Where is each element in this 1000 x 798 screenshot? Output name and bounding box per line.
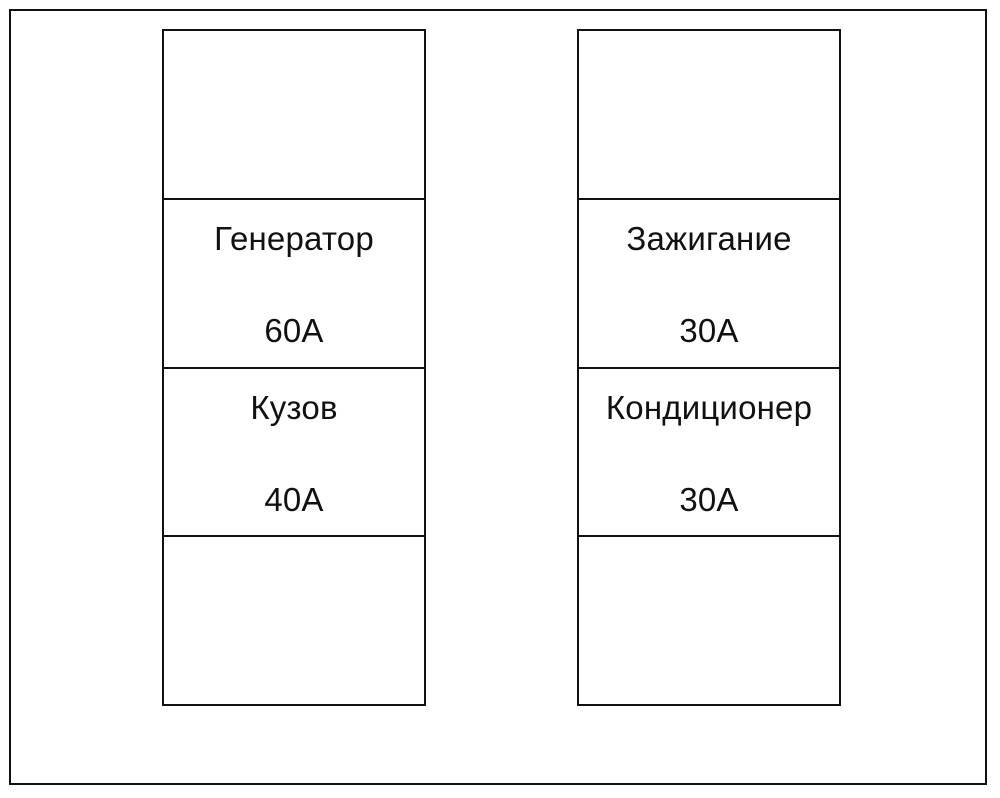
fuse-slot-empty-top	[579, 31, 839, 200]
fuse-rating: 30A	[679, 480, 739, 518]
fuse-slot-body: Кузов 40A	[164, 369, 424, 538]
fuse-column-left: Генератор 60A Кузов 40A	[162, 29, 426, 706]
fuse-rating: 30A	[679, 311, 739, 349]
fuse-slot-generator: Генератор 60A	[164, 200, 424, 369]
diagram-frame	[9, 9, 987, 785]
fuse-name: Кондиционер	[605, 388, 813, 426]
fuse-slot-empty-top	[164, 31, 424, 200]
fuse-name: Зажигание	[626, 219, 792, 257]
fuse-rating: 40A	[264, 480, 324, 518]
fuse-slot-empty-bottom	[164, 537, 424, 704]
fuse-slot-ignition: Зажигание 30A	[579, 200, 839, 369]
fuse-name: Генератор	[214, 219, 374, 257]
fuse-column-right: Зажигание 30A Кондиционер 30A	[577, 29, 841, 706]
fuse-slot-air-conditioner: Кондиционер 30A	[579, 369, 839, 538]
fuse-slot-empty-bottom	[579, 537, 839, 704]
fuse-name: Кузов	[250, 388, 338, 426]
fuse-rating: 60A	[264, 311, 324, 349]
